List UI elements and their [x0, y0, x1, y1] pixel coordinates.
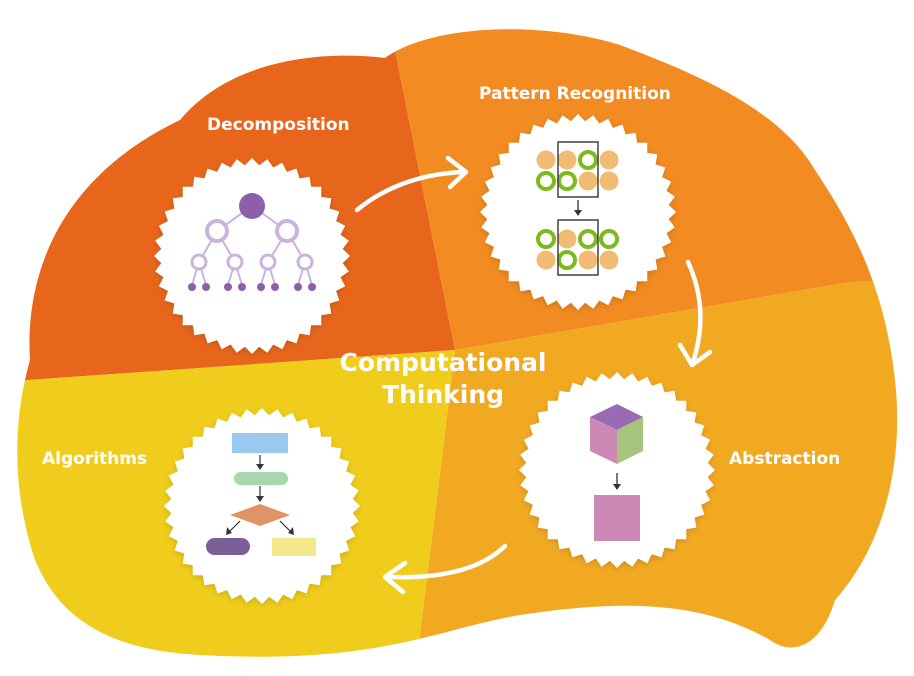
cube-top-face — [590, 404, 643, 430]
flow-start-box — [232, 433, 288, 453]
pattern-down-arrow — [574, 200, 582, 216]
pattern-grid-icon — [536, 141, 619, 276]
arrow-abstraction-to-algorithms — [382, 543, 508, 595]
flow-end-terminal — [206, 538, 250, 555]
peach-dot — [557, 229, 577, 249]
cube-to-square-icon — [590, 404, 643, 541]
flow-decision-diamond — [230, 504, 290, 526]
pattern-grid-top — [536, 150, 619, 191]
abstraction-down-arrow — [613, 473, 621, 490]
decomposition-label: Decomposition — [207, 115, 350, 135]
pattern-recognition-label: Pattern Recognition — [479, 84, 671, 104]
peach-dot — [578, 250, 598, 270]
algorithms-label: Algorithms — [42, 449, 148, 469]
center-title: Computational Thinking — [318, 347, 568, 411]
green-ring-dot — [557, 250, 577, 270]
decomposition-badge — [154, 158, 350, 354]
flowchart-icon — [206, 433, 316, 556]
green-ring-dot — [536, 229, 556, 249]
green-ring-dot — [599, 229, 619, 249]
arrow-pattern-to-abstraction — [677, 259, 713, 368]
green-ring-dot — [536, 171, 556, 191]
peach-dot — [557, 150, 577, 170]
abstraction-badge — [519, 372, 715, 568]
peach-dot — [536, 250, 556, 270]
flow-process-box — [234, 472, 288, 485]
green-ring-dot — [578, 150, 598, 170]
abstraction-label: Abstraction — [729, 449, 841, 469]
peach-dot — [578, 171, 598, 191]
cycle-arrows — [354, 155, 713, 595]
peach-dot — [599, 150, 619, 170]
abstract-square — [594, 495, 640, 541]
peach-dot — [536, 150, 556, 170]
center-title-line2: Thinking — [381, 380, 505, 409]
pattern-highlight-top — [557, 141, 599, 198]
flow-arrows — [226, 455, 294, 535]
green-ring-dot — [578, 229, 598, 249]
arrow-decomposition-to-pattern — [354, 155, 469, 213]
flow-output-box — [272, 538, 316, 556]
center-title-line1: Computational — [339, 348, 547, 377]
cube-right-face — [617, 417, 643, 464]
peach-dot — [599, 171, 619, 191]
pattern-grid-bottom — [536, 229, 619, 270]
tree-icon — [188, 193, 316, 291]
pattern-highlight-bottom — [557, 219, 599, 276]
green-ring-dot — [557, 171, 577, 191]
cube-left-face — [590, 417, 617, 464]
peach-dot — [599, 250, 619, 270]
